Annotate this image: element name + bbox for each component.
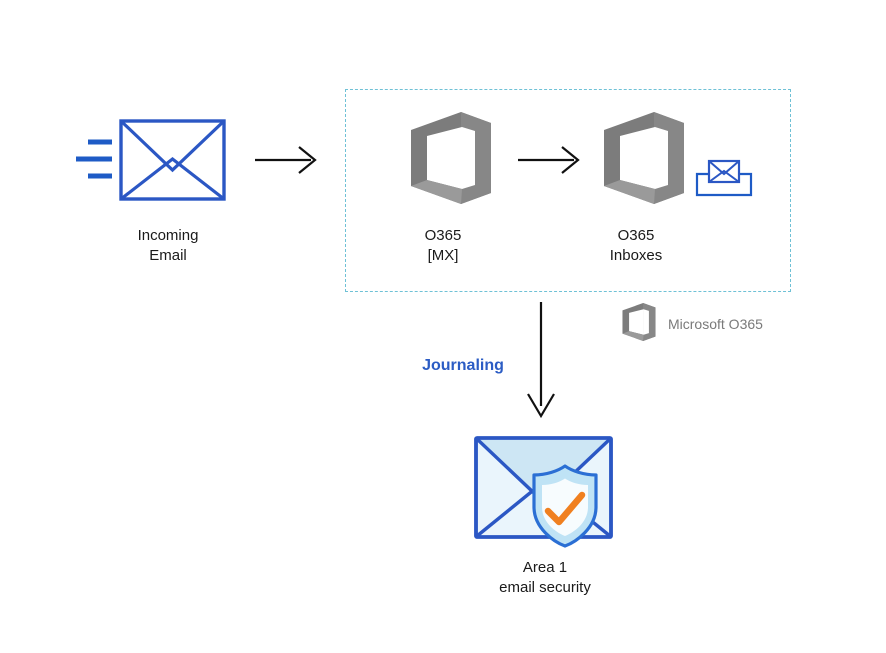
incoming-email-node[interactable] [72, 112, 232, 212]
arrow-incoming-to-mx [255, 143, 321, 177]
incoming-email-label-line1: Incoming [137, 227, 199, 244]
secure-email-shield-icon [474, 436, 613, 548]
microsoft-o365-zone [345, 89, 791, 292]
legend-label: Microsoft O365 [668, 316, 763, 332]
o365-inboxes-label-line1: O365 [617, 227, 655, 244]
office-365-logo-icon [622, 303, 656, 341]
area1-label-line1: Area 1 [522, 559, 568, 576]
inbox-tray-envelope-icon [694, 157, 754, 202]
area1-node[interactable] [468, 432, 632, 548]
envelope-icon [76, 119, 226, 201]
o365-mx-label-line1: O365 [424, 227, 462, 244]
o365-mx-label: O365 [MX] [363, 226, 523, 266]
area1-label: Area 1 email security [465, 558, 625, 598]
journaling-label: Journaling [422, 357, 504, 374]
office-365-logo-icon [411, 112, 491, 204]
incoming-email-label-line2: Email [149, 247, 187, 264]
arrow-journaling [521, 302, 563, 420]
o365-mx-label-line2: [MX] [427, 247, 459, 264]
o365-inboxes-node[interactable] [598, 110, 690, 206]
o365-inboxes-label-line2: Inboxes [609, 247, 663, 264]
area1-label-line2: email security [499, 579, 591, 596]
office-365-logo-icon [604, 112, 684, 204]
legend [620, 302, 658, 342]
speed-lines-icon [76, 139, 112, 179]
o365-mx-node[interactable] [405, 110, 497, 206]
arrow-mx-to-inboxes [518, 143, 584, 177]
